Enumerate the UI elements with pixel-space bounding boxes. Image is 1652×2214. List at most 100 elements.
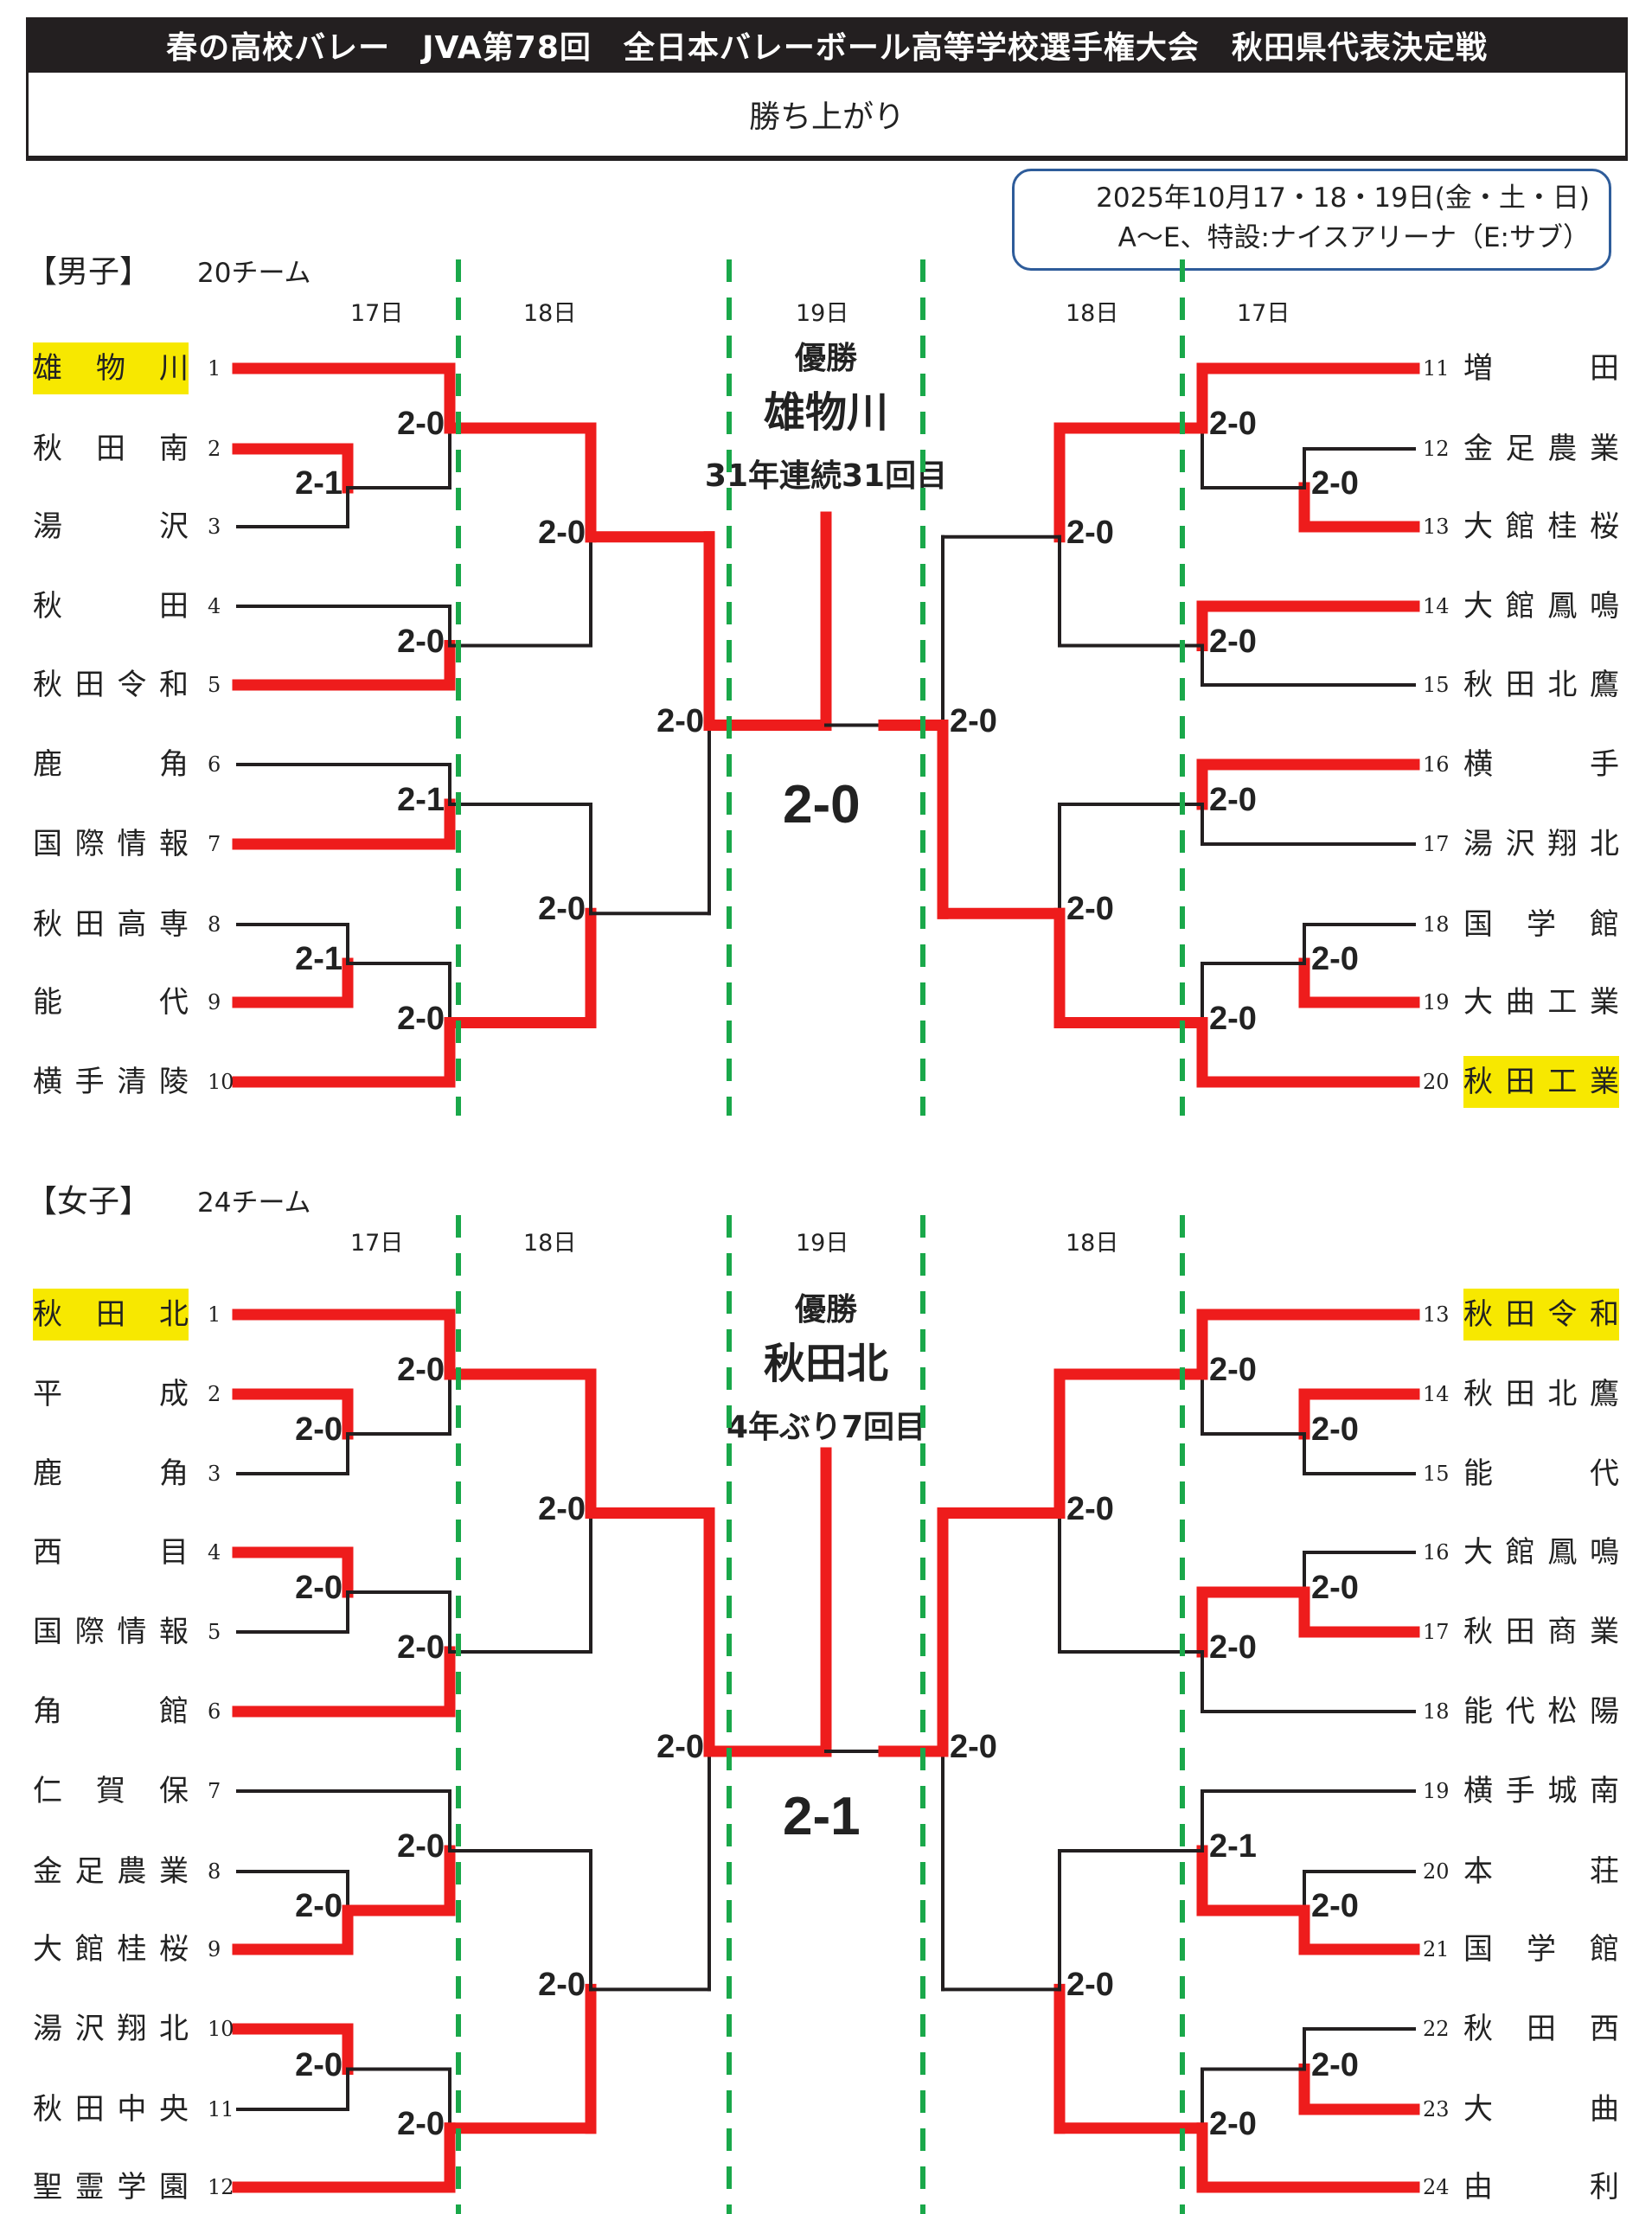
team-seed: 1 [208, 356, 221, 381]
men-day-label: 17日 [1237, 300, 1290, 327]
match-score: 2-0 [1066, 1490, 1114, 1527]
page-subtitle: 勝ち上がり [26, 73, 1628, 161]
team-seed: 22 [1423, 2017, 1450, 2041]
team-name: 湯沢翔北 [1463, 827, 1619, 861]
team-name: 能代 [1463, 1456, 1619, 1491]
match-score: 2-0 [1209, 1352, 1257, 1388]
match-score: 2-0 [1209, 623, 1257, 660]
match-score: 2-0 [950, 1728, 997, 1765]
match-score: 2-0 [1209, 406, 1257, 442]
team-seed: 1 [208, 1302, 221, 1327]
team-seed: 20 [1423, 1859, 1450, 1884]
team-name: 大館桂桜 [33, 1932, 189, 1967]
team-name: 金足農業 [33, 1854, 189, 1889]
match-score: 2-0 [1311, 2046, 1359, 2083]
women-day-label: 18日 [523, 1230, 577, 1257]
team-name: 大館鳳鳴 [1463, 1535, 1619, 1570]
women-day-label: 18日 [1066, 1230, 1119, 1257]
team-name: 国学館 [1463, 907, 1619, 942]
women-champion-name: 秋田北 [763, 1340, 888, 1388]
team-name: 能代 [33, 985, 189, 1020]
team-name: 国際情報 [33, 1615, 189, 1649]
men-champion-note: 31年連続31回目 [704, 458, 948, 494]
women-day-label: 19日 [796, 1230, 849, 1257]
match-score: 2-0 [1311, 465, 1359, 502]
team-seed: 3 [208, 515, 221, 539]
team-seed: 18 [1423, 1699, 1450, 1724]
team-seed: 4 [208, 594, 221, 618]
men-day-label: 19日 [796, 300, 849, 327]
match-score: 2-0 [656, 702, 704, 739]
team-name: 秋田工業 [1463, 1056, 1619, 1108]
team-seed: 20 [1423, 1070, 1450, 1094]
team-name: 秋田令和 [1463, 1289, 1619, 1341]
date-line: 2025年10月17・18・19日(金・土・日) [1096, 182, 1590, 214]
team-seed: 4 [208, 1540, 221, 1565]
men-team-count: 20チーム [197, 258, 311, 289]
team-name: 湯沢 [33, 509, 189, 544]
schedule-info-box: 2025年10月17・18・19日(金・土・日) A～E、特設:ナイスアリーナ（… [1012, 169, 1611, 271]
match-score: 2-0 [1311, 941, 1359, 977]
match-score: 2-0 [1209, 2105, 1257, 2142]
match-score: 2-0 [950, 702, 997, 739]
team-seed: 8 [208, 912, 221, 937]
team-name: 秋田令和 [33, 668, 189, 702]
match-score: 2-0 [295, 1570, 343, 1606]
team-seed: 5 [208, 1620, 221, 1644]
team-name: 秋田高専 [33, 907, 189, 942]
team-name: 本荘 [1463, 1854, 1619, 1889]
match-score: 2-0 [397, 2105, 445, 2142]
team-seed: 11 [208, 2097, 234, 2121]
women-champion-note: 4年ぶり7回目 [726, 1410, 926, 1445]
team-name: 由利 [1463, 2170, 1619, 2204]
team-name: 聖霊学園 [33, 2170, 189, 2204]
match-score: 2-0 [397, 623, 445, 660]
team-name: 秋田北鷹 [1463, 668, 1619, 702]
venue-line: A～E、特設:ナイスアリーナ（E:サブ） [1117, 222, 1590, 253]
men-champion-name: 雄物川 [763, 388, 888, 437]
men-day-label: 17日 [350, 300, 404, 327]
team-seed: 24 [1423, 2175, 1450, 2199]
team-seed: 6 [208, 752, 221, 777]
match-score: 2-0 [538, 1490, 586, 1527]
match-score: 2-1 [397, 782, 445, 818]
match-score: 2-0 [295, 2046, 343, 2083]
match-score: 2-0 [397, 1000, 445, 1037]
team-seed: 16 [1423, 752, 1450, 777]
team-seed: 6 [208, 1699, 221, 1724]
team-seed: 8 [208, 1859, 221, 1884]
team-name: 国際情報 [33, 827, 189, 861]
team-name: 秋田西 [1463, 2012, 1619, 2046]
men-section-label: 【男子】 [26, 254, 151, 290]
team-seed: 7 [208, 832, 221, 856]
team-name: 西目 [33, 1535, 189, 1570]
women-champion-heading: 優勝 [794, 1292, 857, 1328]
match-score: 2-0 [397, 1352, 445, 1388]
team-name: 金足農業 [1463, 432, 1619, 466]
team-name: 増田 [1463, 351, 1619, 386]
team-name: 横手城南 [1463, 1774, 1619, 1808]
match-score: 2-1 [295, 941, 343, 977]
women-section-label: 【女子】 [26, 1184, 151, 1219]
team-seed: 2 [208, 1382, 221, 1406]
men-champion-heading: 優勝 [794, 341, 857, 376]
match-score: 2-1 [295, 465, 343, 502]
team-name: 秋田商業 [1463, 1615, 1619, 1649]
team-name: 大曲 [1463, 2092, 1619, 2127]
team-seed: 10 [208, 2017, 234, 2041]
team-name: 秋田北鷹 [1463, 1377, 1619, 1411]
team-name: 秋田中央 [33, 2092, 189, 2127]
tournament-title: 春の高校バレー JVA第78回 全日本バレーボール高等学校選手権大会 秋田県代表… [26, 17, 1628, 73]
team-seed: 15 [1423, 673, 1450, 697]
team-seed: 17 [1423, 1620, 1450, 1644]
match-score: 2-0 [538, 514, 586, 551]
match-score: 2-0 [1311, 1570, 1359, 1606]
women-team-count: 24チーム [197, 1187, 311, 1219]
team-seed: 9 [208, 1937, 221, 1961]
match-score: 2-0 [295, 1411, 343, 1448]
team-name: 横手 [1463, 747, 1619, 782]
team-seed: 16 [1423, 1540, 1450, 1565]
team-name: 秋田南 [33, 432, 189, 466]
match-score: 2-0 [1209, 782, 1257, 818]
match-score: 2-0 [1066, 891, 1114, 928]
